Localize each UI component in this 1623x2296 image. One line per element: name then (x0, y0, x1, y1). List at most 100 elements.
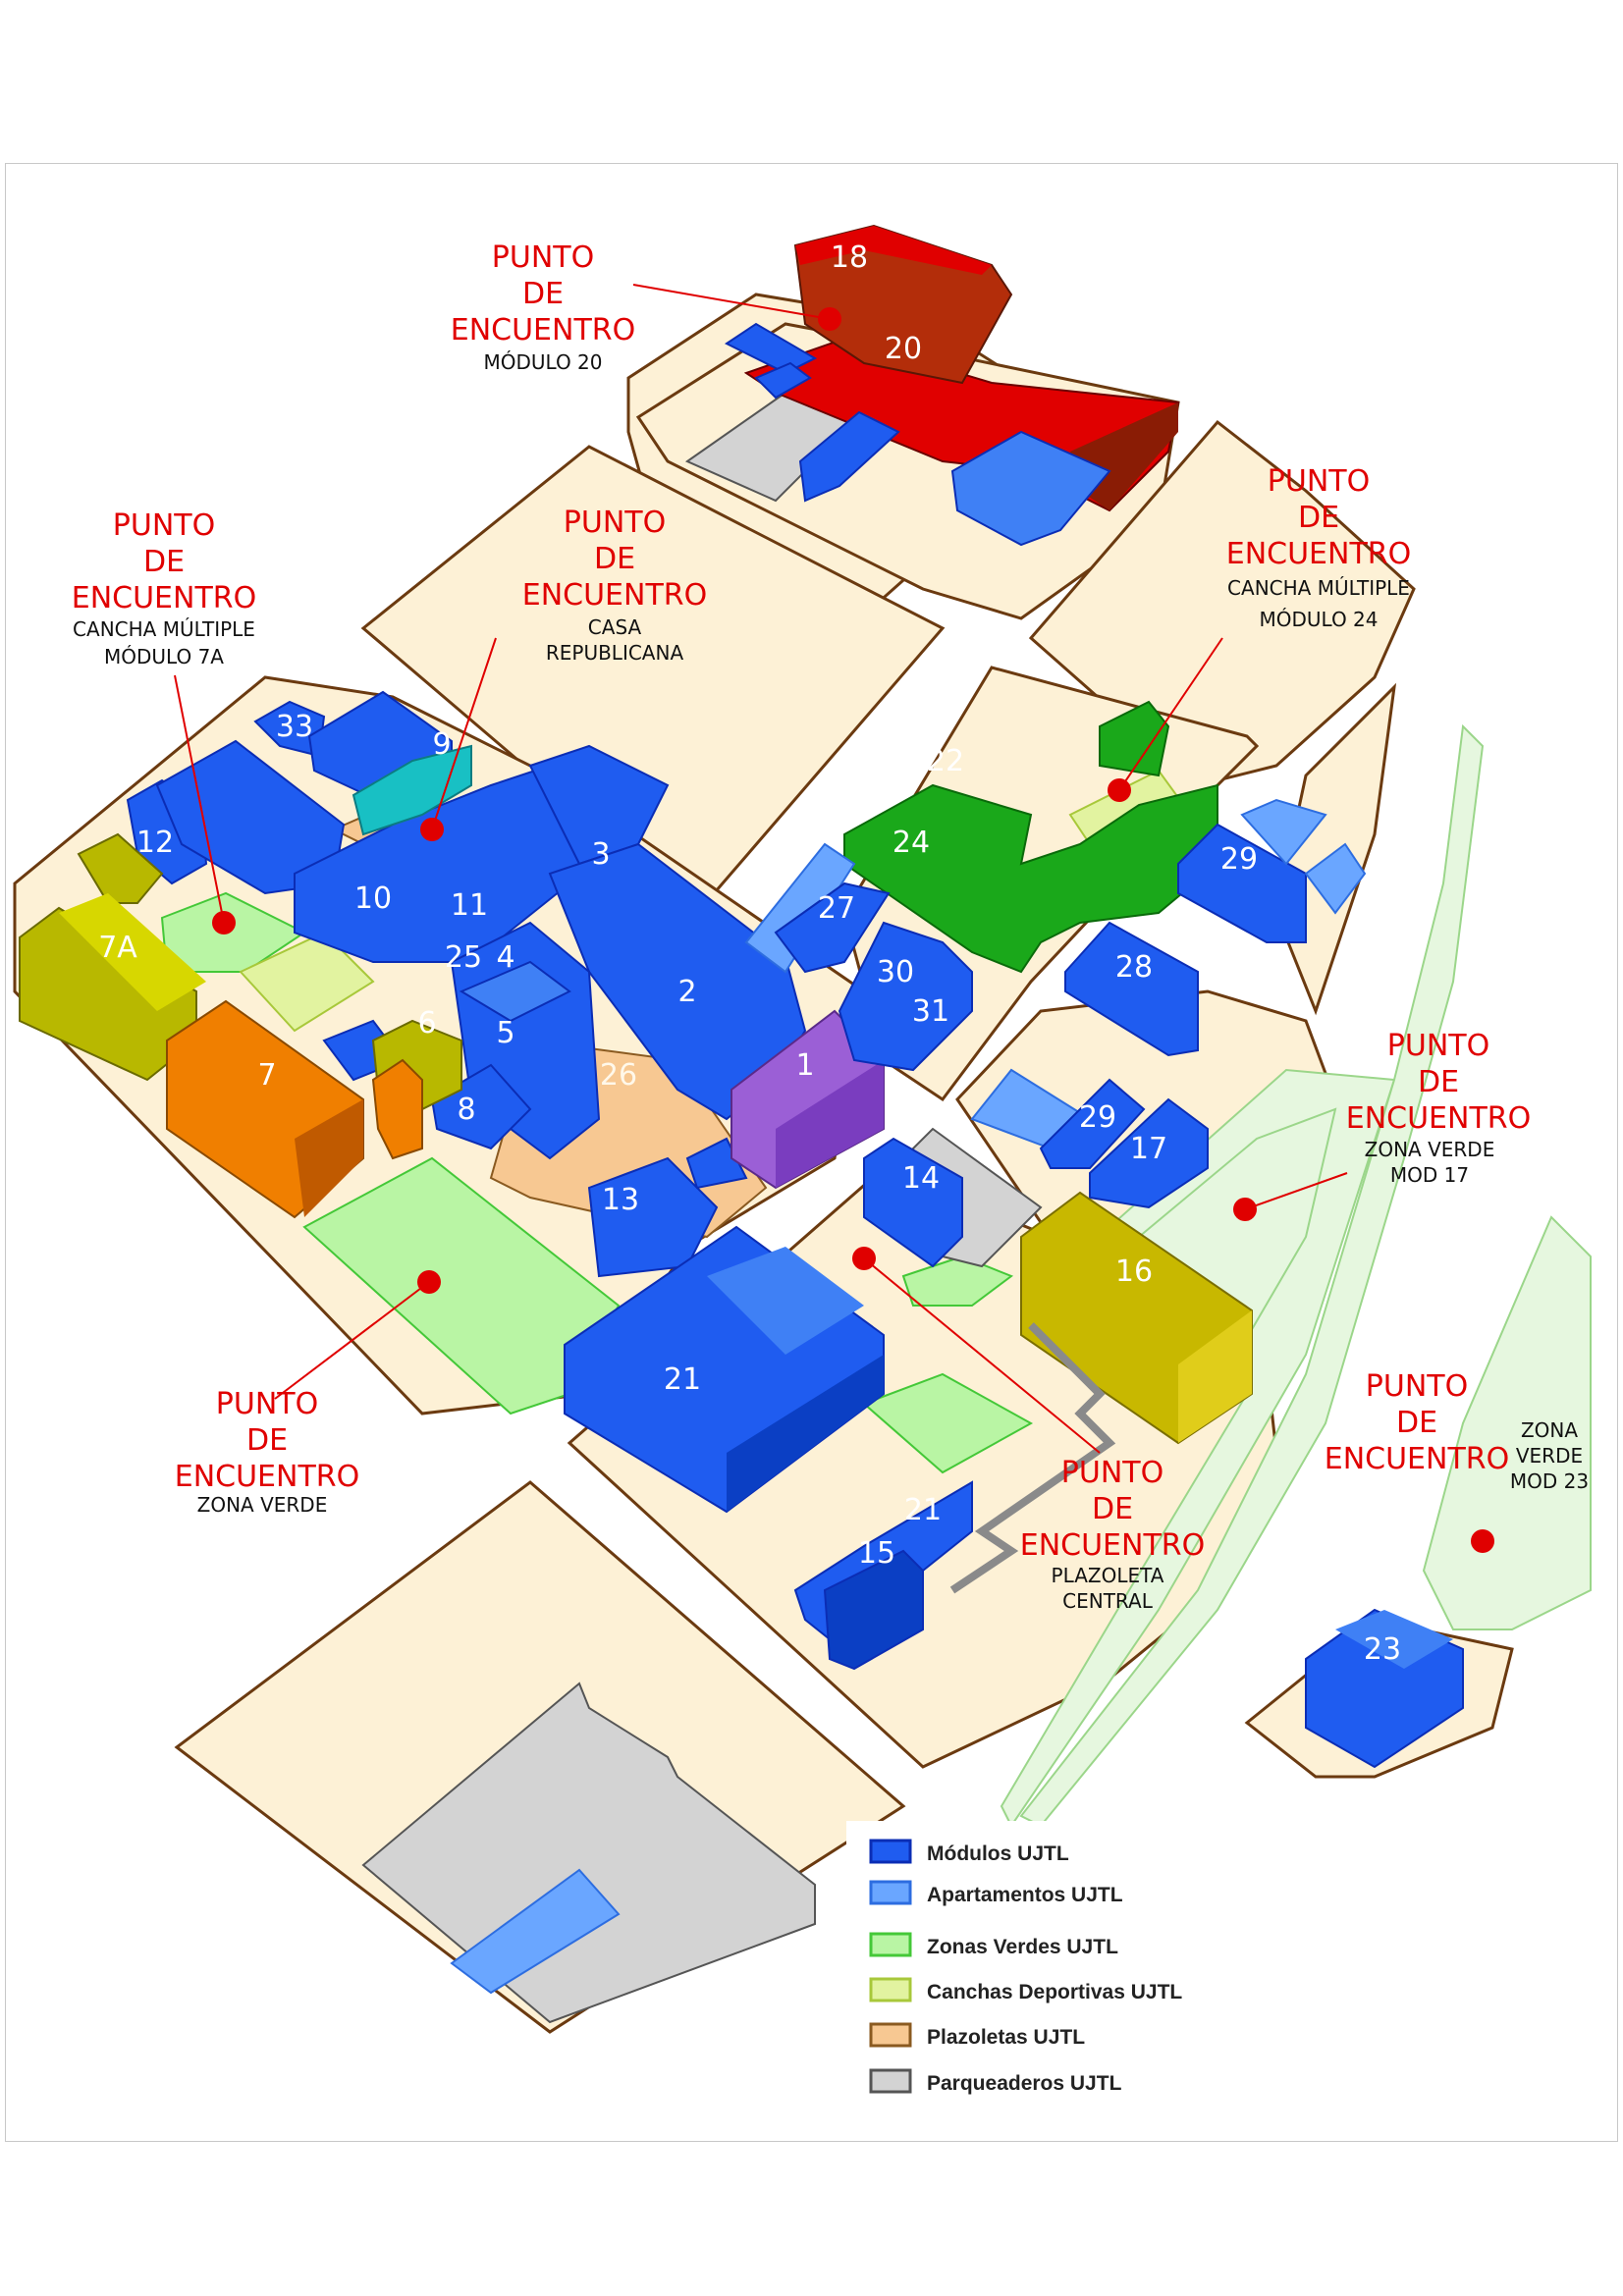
building-14-shape[interactable] (863, 1137, 963, 1268)
svg-text:MÓDULO 7A: MÓDULO 7A (104, 645, 224, 668)
building-label-8[interactable]: 8 (457, 1093, 475, 1127)
building-label-21b[interactable]: 21 (904, 1493, 942, 1527)
building-27-shape[interactable] (744, 842, 891, 974)
svg-text:Zonas Verdes UJTL: Zonas Verdes UJTL (927, 1936, 1118, 1958)
building-28-shape[interactable] (1064, 921, 1199, 1057)
building-label-33[interactable]: 33 (276, 710, 313, 744)
building-label-13[interactable]: 13 (602, 1183, 639, 1217)
meeting-point-dot[interactable] (1471, 1529, 1494, 1553)
building-label-26[interactable]: 26 (600, 1058, 637, 1093)
building-label-14[interactable]: 14 (902, 1161, 940, 1196)
svg-text:REPUBLICANA: REPUBLICANA (546, 641, 684, 665)
building-23-shape[interactable] (1305, 1608, 1464, 1769)
building-label-7[interactable]: 7 (257, 1058, 276, 1093)
svg-text:DE: DE (1092, 1492, 1133, 1526)
svg-text:ENCUENTRO: ENCUENTRO (72, 581, 256, 615)
svg-text:PUNTO: PUNTO (216, 1387, 318, 1421)
building-label-3[interactable]: 3 (591, 837, 610, 872)
building-label-27[interactable]: 27 (818, 891, 855, 926)
building-9-shape[interactable] (352, 744, 472, 836)
svg-text:ENCUENTRO: ENCUENTRO (451, 313, 635, 347)
blue-small-north[interactable] (725, 322, 1111, 547)
svg-text:DE: DE (246, 1423, 288, 1458)
building-label-29a[interactable]: 29 (1220, 842, 1258, 877)
building-label-5[interactable]: 5 (496, 1016, 514, 1050)
meeting-point-zona-verde-mod23: PUNTO DE ENCUENTRO ZONA VERDE MOD 23 (1325, 1369, 1589, 1493)
svg-text:DE: DE (1396, 1406, 1437, 1440)
building-7a-shape[interactable] (19, 832, 206, 1082)
main-blue-complex[interactable] (126, 690, 807, 1278)
building-label-28[interactable]: 28 (1115, 950, 1153, 985)
svg-text:ENCUENTRO: ENCUENTRO (1325, 1442, 1509, 1476)
svg-text:ENCUENTRO: ENCUENTRO (1020, 1528, 1205, 1563)
building-label-11[interactable]: 11 (451, 888, 488, 923)
legend-item-zonas-verdes: Zonas Verdes UJTL (869, 1932, 1118, 1958)
svg-text:PUNTO: PUNTO (113, 508, 215, 543)
meeting-point-labels: PUNTO DE ENCUENTRO MÓDULO 20 PUNTO DE EN… (72, 240, 1589, 1613)
building-label-23[interactable]: 23 (1364, 1632, 1401, 1667)
svg-text:DE: DE (143, 545, 185, 579)
legend-item-modulos: Módulos UJTL (869, 1839, 1069, 1865)
building-label-31[interactable]: 31 (912, 994, 949, 1029)
building-label-22[interactable]: 22 (927, 744, 964, 778)
building-label-16[interactable]: 16 (1115, 1255, 1153, 1289)
court-7a (239, 931, 375, 1033)
building-29a-shape[interactable] (1177, 798, 1367, 943)
svg-text:DE: DE (522, 277, 564, 311)
building-label-4[interactable]: 4 (496, 940, 514, 975)
building-label-21a[interactable]: 21 (664, 1362, 701, 1397)
svg-text:Apartamentos UJTL: Apartamentos UJTL (927, 1884, 1123, 1906)
meeting-point-dot[interactable] (420, 818, 444, 841)
svg-text:Canchas Deportivas UJTL: Canchas Deportivas UJTL (927, 1981, 1182, 2003)
meeting-point-dot[interactable] (417, 1270, 441, 1294)
building-label-1[interactable]: 1 (795, 1048, 814, 1083)
meeting-point-dot[interactable] (852, 1247, 876, 1270)
building-label-30[interactable]: 30 (877, 955, 914, 989)
building-label-10[interactable]: 10 (354, 881, 392, 916)
building-label-15[interactable]: 15 (858, 1536, 895, 1571)
svg-text:PLAZOLETA: PLAZOLETA (1052, 1564, 1164, 1587)
building-label-7a[interactable]: 7A (98, 931, 137, 965)
zone-verde-east-strip (1000, 1068, 1396, 1828)
building-label-2[interactable]: 2 (677, 975, 696, 1009)
building-label-25[interactable]: 25 (445, 940, 482, 975)
svg-text:CENTRAL: CENTRAL (1062, 1589, 1154, 1613)
zone-verde-mod23 (1422, 1215, 1592, 1630)
building-label-20[interactable]: 20 (885, 332, 922, 366)
building-1-shape[interactable] (730, 1009, 885, 1190)
meeting-point-dot[interactable] (212, 911, 236, 934)
meeting-point-casa-republicana: PUNTO DE ENCUENTRO CASA REPUBLICANA (522, 506, 707, 665)
svg-text:ZONA VERDE: ZONA VERDE (197, 1493, 328, 1517)
building-label-18[interactable]: 18 (831, 240, 868, 275)
meeting-point-zona-verde: PUNTO DE ENCUENTRO ZONA VERDE (175, 1387, 359, 1517)
zona-verde-mod23-line3: MOD 23 (1510, 1469, 1589, 1493)
meeting-point-dot[interactable] (1108, 778, 1131, 802)
meeting-point-plazoleta-central: PUNTO DE ENCUENTRO PLAZOLETA CENTRAL (1020, 1456, 1205, 1613)
building-29b-17-shape[interactable] (970, 1068, 1209, 1209)
building-label-6[interactable]: 6 (417, 1006, 436, 1041)
meeting-point-dot[interactable] (818, 307, 841, 331)
legend-item-parqueaderos: Parqueaderos UJTL (869, 2068, 1122, 2095)
apartment-parking-strip (450, 1868, 621, 1995)
map-frame (5, 163, 1618, 2142)
building-label-9[interactable]: 9 (432, 727, 451, 762)
building-label-24[interactable]: 24 (893, 826, 930, 860)
svg-text:DE: DE (1418, 1065, 1459, 1099)
building-7-shape[interactable] (166, 999, 423, 1219)
pointer-lines (174, 284, 1348, 1454)
building-label-29b[interactable]: 29 (1079, 1100, 1116, 1135)
building-16-shape[interactable] (1020, 1191, 1253, 1445)
svg-text:PUNTO: PUNTO (1366, 1369, 1468, 1404)
meeting-point-dot[interactable] (1233, 1198, 1257, 1221)
building-21-shape[interactable] (564, 1225, 885, 1514)
svg-text:CANCHA MÚLTIPLE: CANCHA MÚLTIPLE (73, 617, 255, 641)
building-label-12[interactable]: 12 (136, 826, 174, 860)
legend-item-apartamentos: Apartamentos UJTL (869, 1880, 1123, 1906)
svg-text:Plazoletas UJTL: Plazoletas UJTL (927, 2026, 1085, 2049)
building-label-17[interactable]: 17 (1130, 1132, 1167, 1166)
svg-text:ZONA VERDE: ZONA VERDE (1365, 1138, 1495, 1161)
lawn-stripes (862, 1372, 1034, 1474)
building-30-31-shape[interactable] (838, 921, 973, 1072)
building-15-21b[interactable] (793, 1480, 973, 1671)
